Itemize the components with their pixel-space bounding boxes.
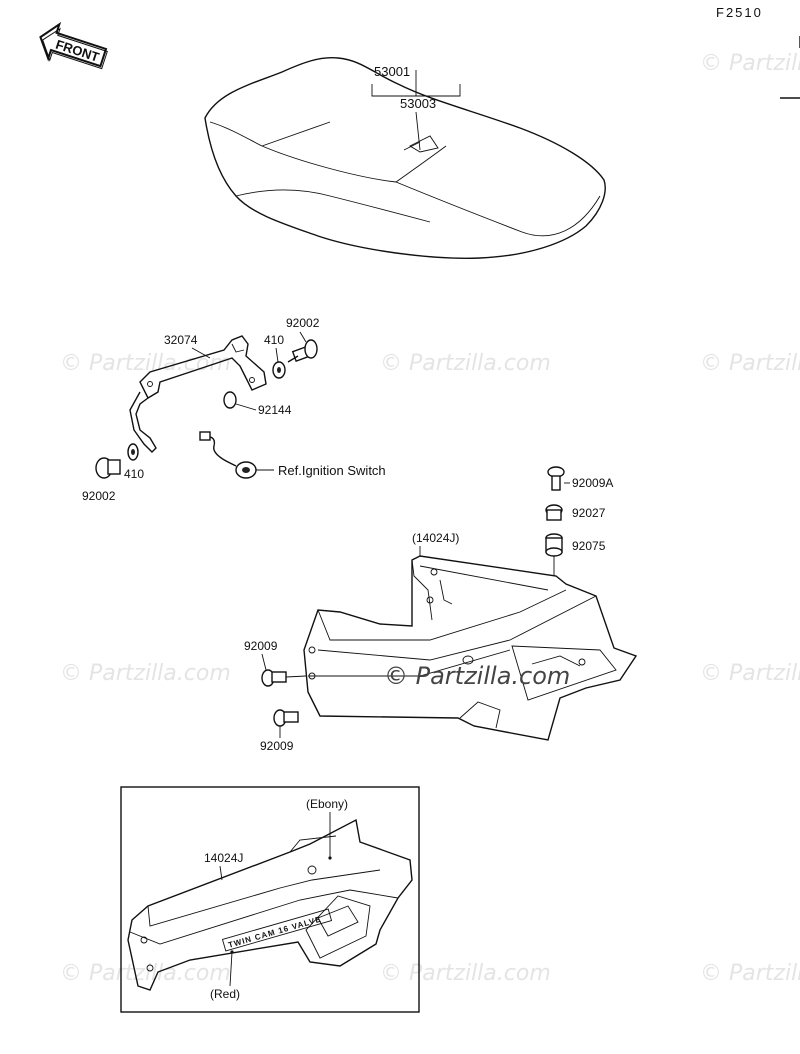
leader-dot [328, 856, 332, 860]
screw-92009a [547, 466, 565, 491]
leader-dot [230, 950, 234, 954]
watermark: © Partzilla.com [700, 661, 800, 686]
watermark: © Partzilla.com [700, 351, 800, 376]
label-92027: 92027 [572, 506, 606, 520]
label-32074: 32074 [164, 333, 198, 347]
label-14024j-ref: (14024J) [412, 531, 459, 545]
damper-92075 [545, 533, 563, 557]
seat-lock-bracket [129, 335, 267, 453]
label-53003: 53003 [400, 96, 436, 111]
label-92009-low: 92009 [260, 739, 294, 753]
emblem-text: TWIN CAM 16 VALVE [227, 915, 322, 950]
label-92075: 92075 [572, 539, 606, 553]
ignition-switch [199, 431, 257, 479]
leader [275, 347, 279, 363]
label-92002-upper: 92002 [286, 316, 320, 330]
leader [229, 951, 233, 987]
collar [223, 391, 237, 409]
leader [219, 865, 223, 881]
label-ebony: (Ebony) [306, 797, 348, 811]
collar-92027 [545, 504, 563, 521]
tail-side-cover [303, 555, 638, 741]
label-92009a: 92009A [572, 476, 613, 490]
watermark: © Partzilla.com [380, 351, 551, 376]
watermark: © Partzilla.com [60, 661, 231, 686]
watermark: © Partzilla.com [700, 51, 800, 76]
label-92009-mid: 92009 [244, 639, 278, 653]
label-red: (Red) [210, 987, 240, 1001]
front-arrow: FRONT [39, 21, 108, 70]
watermark: © Partzilla.com [700, 961, 800, 986]
label-410-lower: 410 [124, 467, 144, 481]
label-ref-ignition-switch: Ref.Ignition Switch [278, 463, 386, 478]
washer-lower [127, 443, 139, 461]
bolt-upper [287, 339, 318, 363]
leader [285, 675, 307, 678]
screw-92009-mid [261, 669, 287, 687]
seat [204, 56, 606, 259]
label-14024j: 14024J [204, 851, 243, 865]
watermark: © Partzilla.com [60, 351, 231, 376]
label-410-upper: 410 [264, 333, 284, 347]
label-53001: 53001 [374, 64, 410, 79]
leader [235, 403, 257, 411]
watermark: © Partzilla.com [60, 961, 231, 986]
washer-upper [272, 361, 286, 379]
leader [191, 347, 211, 359]
leader-seat-cover [415, 111, 421, 151]
label-92002-lower: 92002 [82, 489, 116, 503]
screw-92009-low [273, 709, 299, 727]
leader [299, 331, 307, 343]
watermark-layer: © Partzilla.com © Partzilla.com © Partzi… [60, 51, 800, 986]
bolt-lower [95, 457, 121, 479]
watermark: © Partzilla.com [380, 961, 551, 986]
watermark-center: © Partzilla.com [384, 662, 570, 690]
label-92144: 92144 [258, 403, 292, 417]
page-code: F2510 [716, 5, 763, 20]
leader [261, 653, 267, 671]
